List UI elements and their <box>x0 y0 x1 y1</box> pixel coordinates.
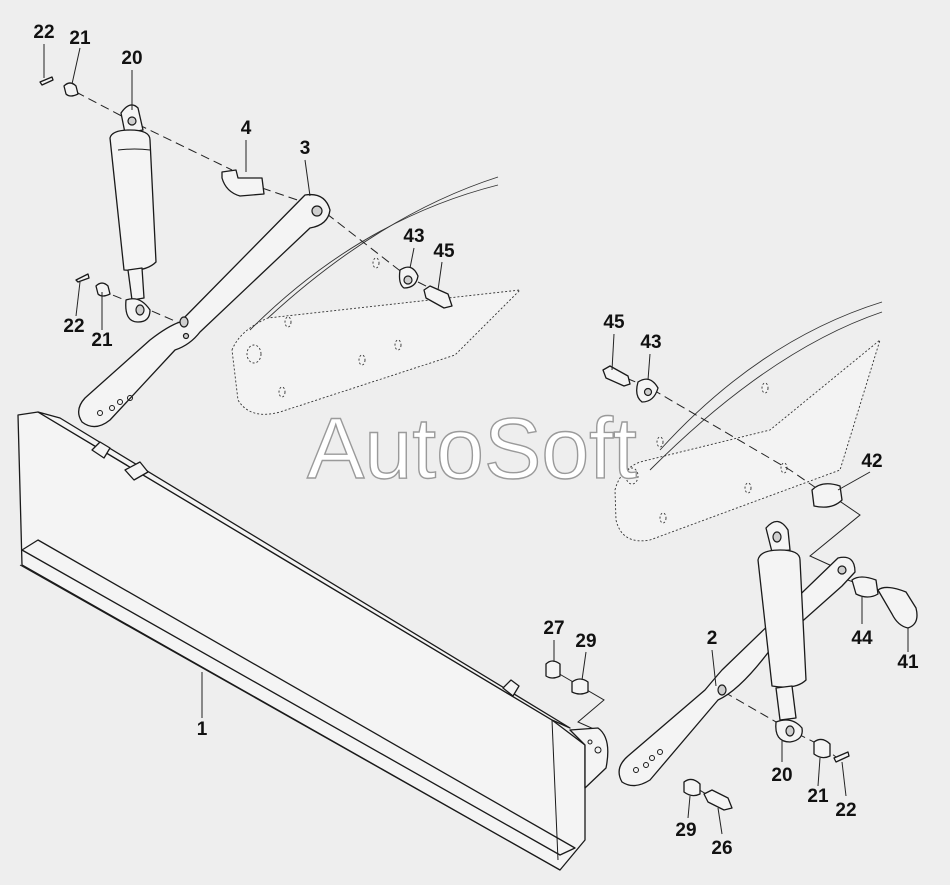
callout-21-top-left: 21 <box>69 28 91 49</box>
callout-3: 3 <box>300 138 311 159</box>
callout-21-mid-left: 21 <box>91 330 113 351</box>
hardware-right-bottom <box>545 660 850 811</box>
callout-21-right: 21 <box>807 786 829 807</box>
callout-27: 27 <box>543 618 564 639</box>
callout-2: 2 <box>707 628 718 649</box>
callout-22-mid-left: 22 <box>63 316 84 337</box>
callout-22-top-left: 22 <box>33 22 54 43</box>
callout-26: 26 <box>711 838 732 859</box>
hydraulic-cylinder-left <box>109 104 157 323</box>
hardware-left-top <box>39 76 453 309</box>
push-arm-left <box>78 193 331 428</box>
callout-29-upper: 29 <box>575 631 596 652</box>
callout-1: 1 <box>197 719 208 740</box>
callout-20-left: 20 <box>121 48 142 69</box>
callout-45-left: 45 <box>433 241 455 262</box>
callout-42: 42 <box>861 451 882 472</box>
callout-4: 4 <box>241 118 252 139</box>
callout-29-lower: 29 <box>675 820 696 841</box>
hardware-left-mid <box>75 273 111 297</box>
hydraulic-cylinder-right <box>757 520 807 743</box>
callout-labels: 22 21 20 4 3 43 45 22 21 45 43 42 44 41 … <box>33 22 919 859</box>
callout-20-right: 20 <box>771 765 792 786</box>
callout-43-right: 43 <box>640 332 661 353</box>
callout-45-right: 45 <box>603 312 625 333</box>
frame-left-ghost <box>231 176 522 415</box>
leader-lines <box>43 44 909 835</box>
callout-44: 44 <box>851 628 873 649</box>
callout-41: 41 <box>897 652 919 673</box>
dozer-blade <box>17 411 609 871</box>
callout-43-left: 43 <box>403 226 424 247</box>
watermark-text: AutoSoft <box>307 401 637 497</box>
hardware-right-top <box>602 365 918 629</box>
callout-22-right: 22 <box>835 800 856 821</box>
